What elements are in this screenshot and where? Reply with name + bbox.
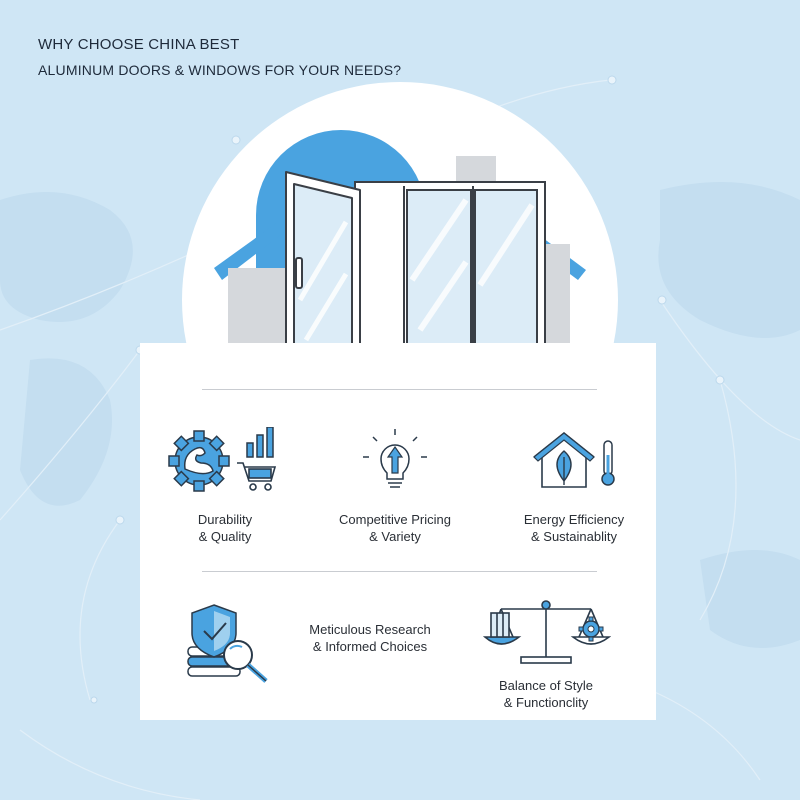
roof-left: [214, 206, 300, 280]
lightbulb-arrow-icon: [363, 429, 427, 488]
feature-pricing-label-1: Competitive Pricing: [339, 512, 451, 527]
feature-pricing-label-2: & Variety: [369, 529, 421, 544]
sliding-window: [354, 181, 546, 355]
feature-durability-label-1: Durability: [197, 512, 253, 527]
flexed-arm-gear-cart-icon: [168, 427, 277, 492]
feature-durability-label-2: & Quality: [198, 529, 252, 544]
feature-balance-label-1: Balance of Style: [499, 678, 593, 693]
shield-magnifier-icon: [187, 604, 268, 683]
feature-energy-label-2: & Sustainablity: [531, 529, 617, 544]
feature-research-label-1: Meticulous Research: [309, 622, 431, 637]
feature-energy: Energy Efficiency & Sustainablity: [504, 427, 644, 545]
divider-top: [202, 389, 597, 390]
open-door: [285, 171, 361, 373]
feature-durability: Durability & Quality: [160, 427, 290, 545]
page-title-line-1: WHY CHOOSE CHINA BEST: [38, 36, 240, 53]
feature-research: Meticulous Research & Informed Choices: [290, 621, 450, 655]
divider-middle: [202, 571, 597, 572]
page-title-line-2: ALUMINUM DOORS & WINDOWS FOR YOUR NEEDS?: [38, 62, 402, 78]
feature-pricing: Competitive Pricing & Variety: [320, 427, 470, 545]
balance-scale-icon: [482, 600, 611, 664]
feature-research-label-2: & Informed Choices: [312, 639, 428, 654]
features-card: Durability & Quality Competitive Pricing…: [140, 343, 656, 720]
feature-balance-label-2: & Functionclity: [503, 695, 589, 710]
hero-house-illustration: [165, 82, 640, 380]
feature-research-icon-wrap: [180, 601, 280, 689]
door-handle: [295, 257, 303, 289]
house-leaf-thermometer-icon: [533, 431, 615, 488]
feature-energy-label-1: Energy Efficiency: [523, 512, 625, 527]
feature-balance: Balance of Style & Functionclity: [476, 595, 616, 711]
